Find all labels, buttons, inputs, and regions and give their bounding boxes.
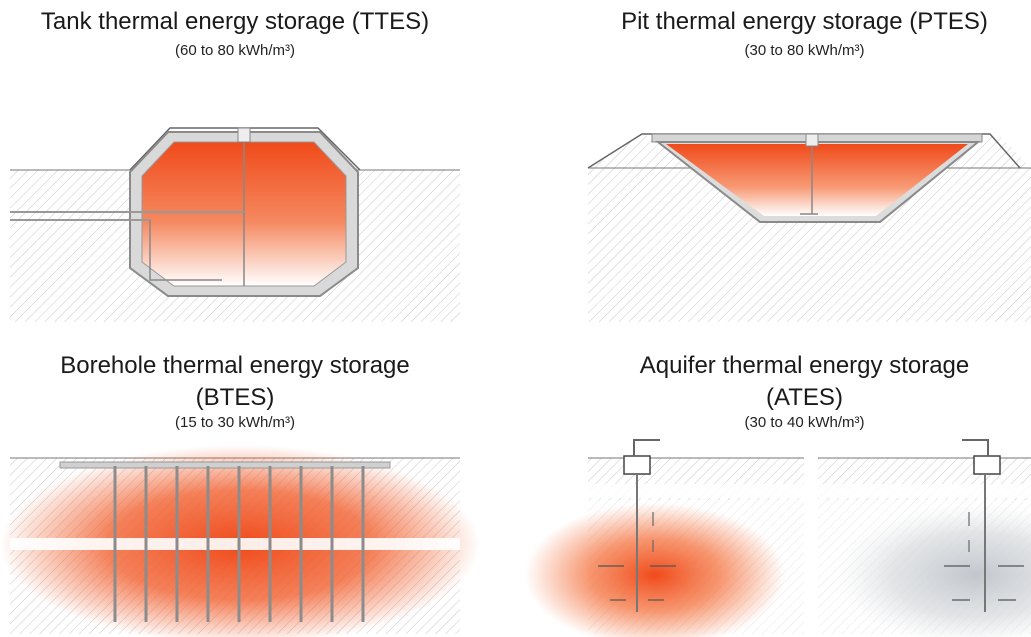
ttes-title: Tank thermal energy storage (TTES)	[40, 8, 430, 35]
ptes-subtitle: (30 to 80 kWh/m³)	[744, 42, 865, 59]
ates-layer-break	[588, 484, 1031, 498]
ates-cold-well	[944, 439, 1024, 612]
ptes-top-port	[805, 133, 819, 147]
ptes-diagram	[587, 133, 1031, 322]
ttes-bottom-pipe	[149, 220, 222, 281]
ates-diagram	[525, 439, 1031, 637]
btes-layer-break	[10, 538, 460, 550]
btes-title: Borehole thermal energy storage	[60, 352, 410, 379]
btes-diagram	[0, 445, 480, 637]
btes-header-pipe	[59, 461, 391, 469]
ates-title-line2: (ATES)	[766, 384, 843, 411]
ates-title: Aquifer thermal energy storage	[639, 352, 970, 379]
ttes-top-port	[237, 127, 251, 143]
ates-hot-well	[598, 439, 676, 612]
btes-title-line2: (BTES)	[195, 384, 275, 411]
ates-subtitle: (30 to 40 kWh/m³)	[744, 414, 865, 431]
ptes-pit-water	[666, 144, 968, 216]
btes-boreholes	[113, 466, 365, 622]
ates-hot-plume	[525, 503, 785, 637]
ates-cold-plume	[835, 503, 1031, 637]
btes-subtitle: (15 to 30 kWh/m³)	[174, 414, 296, 431]
ptes-title: Pit thermal energy storage (PTES)	[621, 8, 988, 35]
ttes-diagram	[10, 127, 460, 322]
ttes-subtitle: (60 to 80 kWh/m³)	[174, 42, 296, 59]
